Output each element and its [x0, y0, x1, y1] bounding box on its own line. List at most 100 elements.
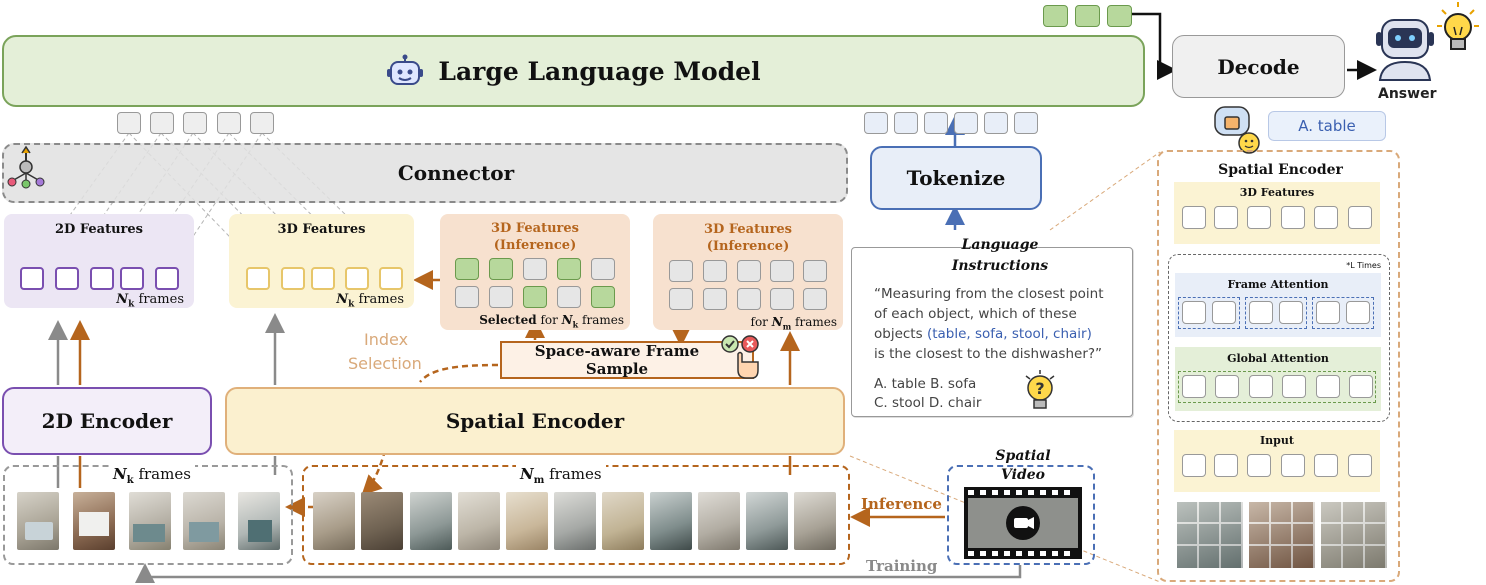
frame-thumbnail [238, 492, 280, 550]
language-title-line1: Language [961, 237, 1039, 253]
question-line2: of each object, which of these [874, 306, 1077, 322]
feature-token [1182, 375, 1206, 398]
feature-token [1281, 454, 1305, 477]
inference-b-title-line1: 3D Features [704, 222, 792, 237]
selected-token [455, 258, 479, 280]
feature-token [90, 267, 114, 290]
connector-token [183, 112, 207, 134]
features-2d-caption: Nk frames [116, 292, 184, 310]
question-line4: is the closest to the dishwasher?” [874, 346, 1103, 362]
frame-thumbnail [129, 492, 171, 550]
feature-token [1212, 301, 1236, 324]
detail-title: Spatial Encoder [1218, 162, 1343, 178]
feature-token [1249, 375, 1273, 398]
spatial-encoder-detail-panel: Spatial Encoder 3D Features *L Times Fra… [1157, 150, 1400, 582]
feature-token [1314, 454, 1338, 477]
features-2d-panel: 2D Features Nk frames [4, 214, 194, 310]
text-token [864, 112, 888, 134]
feature-token [803, 288, 827, 310]
feature-token [1249, 301, 1273, 324]
inference-a-title-line2: (Inference) [493, 238, 577, 253]
thumbs-up-icon [1213, 103, 1265, 155]
robot-icon [386, 54, 424, 88]
nk-frames-group: Nk frames [3, 465, 293, 565]
feature-token [379, 267, 403, 290]
text-token [1014, 112, 1038, 134]
connector-token [150, 112, 174, 134]
index-selection-line2: Selection [348, 354, 422, 373]
feature-token [246, 267, 270, 290]
decode-block: Decode [1172, 35, 1345, 98]
spatial-video-line1: Spatial [995, 448, 1051, 464]
connector-token [217, 112, 241, 134]
frame-attention-block: Frame Attention [1175, 273, 1381, 337]
connector-label: Connector [397, 161, 515, 185]
feature-token [1348, 206, 1372, 229]
feature-token [1214, 454, 1238, 477]
tokenize-label: Tokenize [906, 166, 1006, 190]
inference-a-title-line1: 3D Features [491, 221, 579, 236]
feature-token [20, 267, 44, 290]
frame-thumbnail [73, 492, 115, 550]
encoder-2d-label: 2D Encoder [41, 409, 173, 433]
text-token [924, 112, 948, 134]
feature-token [1214, 206, 1238, 229]
nm-frames-label: Nm frames [516, 465, 606, 486]
spatial-video-block: Spatial Video [947, 448, 1095, 565]
feature-token [489, 286, 513, 308]
feature-token [1316, 375, 1340, 398]
frame-thumbnail [183, 492, 225, 550]
frame-thumbnail [794, 492, 836, 550]
frame-thumbnail [17, 492, 59, 550]
feature-token [1247, 206, 1271, 229]
feature-token [1316, 301, 1340, 324]
inference-features-all-panel: 3D Features (Inference) for Nm frames [653, 214, 843, 331]
detail-input: Input [1174, 430, 1380, 492]
feature-token [737, 260, 761, 282]
feature-token [281, 267, 305, 290]
patch-grid [1249, 502, 1315, 568]
selected-token [557, 258, 581, 280]
frame-thumbnail [746, 492, 788, 550]
feature-token [803, 260, 827, 282]
answer-label: Answer [1378, 86, 1437, 102]
features-3d-title: 3D Features [277, 222, 366, 237]
feature-token [1279, 301, 1303, 324]
language-title-line2: Instructions [951, 258, 1049, 274]
features-3d-caption: Nk frames [336, 292, 404, 310]
feature-token [1247, 454, 1271, 477]
selected-token [523, 286, 547, 308]
feature-token [1348, 454, 1372, 477]
global-attention-title: Global Attention [1227, 352, 1329, 365]
detail-l-times: *L Times [1346, 261, 1381, 270]
feature-token [1182, 206, 1206, 229]
frame-sample-block: Space-aware Frame Sample [500, 341, 754, 379]
feature-token [557, 286, 581, 308]
features-3d-panel: 3D Features Nk frames [229, 214, 414, 310]
feature-token [770, 260, 794, 282]
connector-token [250, 112, 274, 134]
feature-token [1182, 454, 1206, 477]
frame-attention-group [1312, 297, 1374, 329]
frame-thumbnail [313, 492, 355, 550]
feature-token [591, 258, 615, 280]
detail-input-title: Input [1260, 434, 1294, 447]
llm-title: Large Language Model [438, 56, 761, 86]
feature-token [345, 267, 369, 290]
question-line3: objects (table, sofa, stool, chair) [874, 326, 1092, 342]
feature-token [523, 258, 547, 280]
detail-attention-stack: *L Times Frame Attention Global Attentio… [1168, 254, 1390, 422]
inference-a-caption: Selected for Nk frames [479, 313, 624, 330]
feature-token [1349, 375, 1373, 398]
inference-label: Inference [861, 495, 942, 513]
feature-token [55, 267, 79, 290]
feature-token [703, 288, 727, 310]
feature-token [1282, 375, 1306, 398]
spatial-encoder-block: Spatial Encoder [225, 387, 845, 455]
lightbulb-icon [1436, 2, 1480, 58]
network-icon [7, 145, 380, 195]
features-2d-title: 2D Features [55, 222, 143, 237]
nk-frames-label: Nk frames [109, 465, 195, 486]
inference-b-title-line2: (Inference) [706, 239, 790, 254]
option-line2: C. stool D. chair [874, 395, 982, 411]
